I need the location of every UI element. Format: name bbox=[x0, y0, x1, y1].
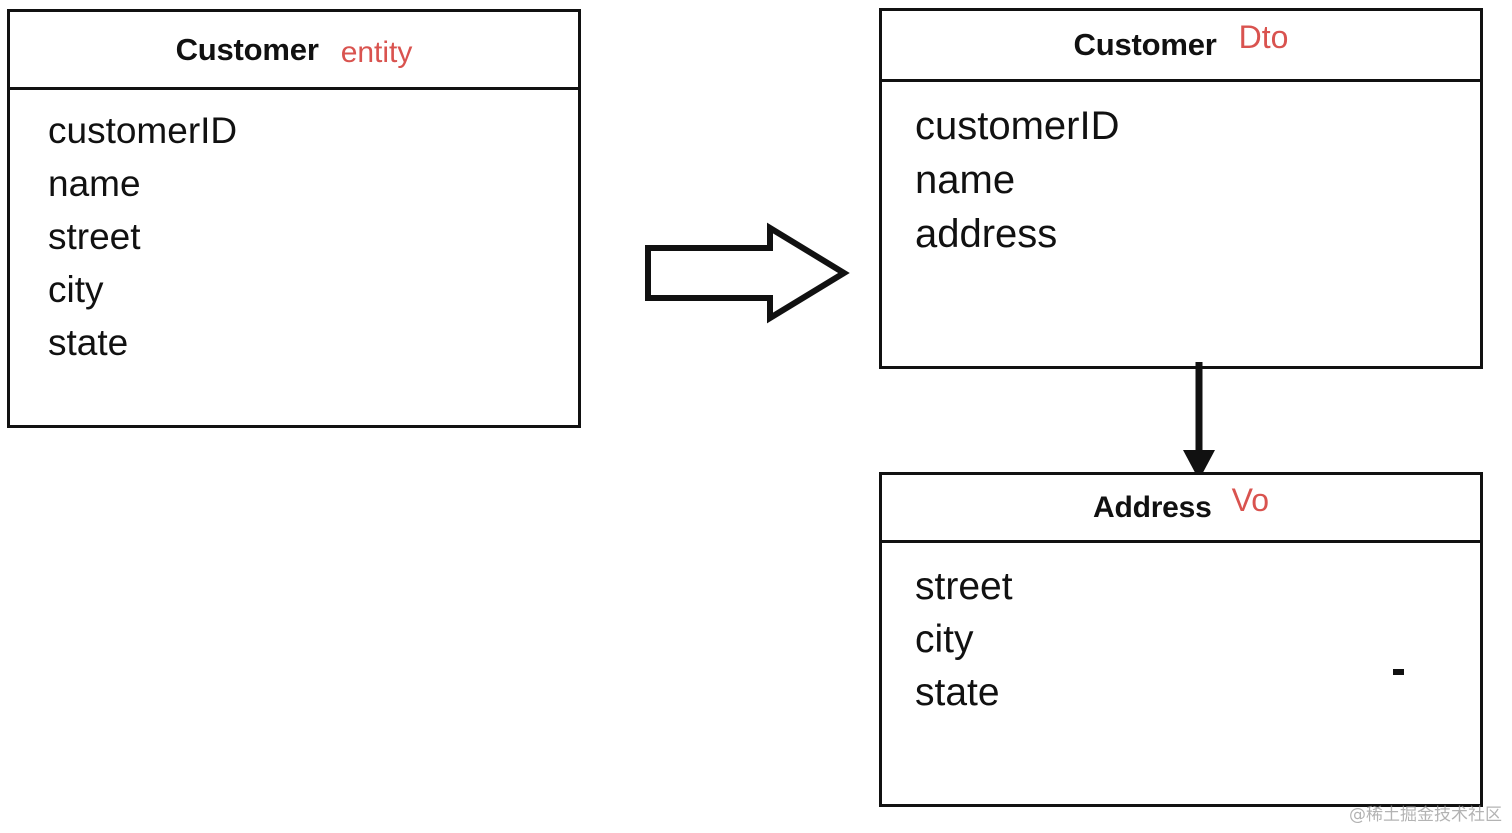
field-row: name bbox=[915, 158, 1016, 202]
field-row: street bbox=[48, 216, 141, 257]
watermark-text: @稀土掘金技术社区 bbox=[1349, 805, 1502, 825]
class-box-customer-dto[interactable]: Customer Dto customerID name address bbox=[879, 8, 1483, 369]
field-row: street bbox=[915, 565, 1013, 608]
class-header-address-vo: Address Vo bbox=[882, 475, 1480, 543]
field-row: name bbox=[48, 163, 141, 204]
composition-arrow-icon bbox=[1183, 362, 1215, 480]
class-title-customer-entity: Customer bbox=[175, 31, 319, 67]
class-title-customer-dto: Customer bbox=[1073, 27, 1217, 62]
class-body-address-vo: street city state bbox=[882, 543, 1480, 712]
class-body-customer-dto: customerID name address bbox=[882, 82, 1480, 254]
field-row: customerID bbox=[915, 104, 1120, 148]
class-stereotype-dto: Dto bbox=[1238, 18, 1289, 55]
field-row: customerID bbox=[48, 110, 238, 151]
field-row: city bbox=[915, 618, 974, 661]
class-box-customer-entity[interactable]: Customer entity customerID name street c… bbox=[7, 9, 581, 428]
class-header-customer-entity: Customer entity bbox=[10, 12, 578, 90]
transform-block-arrow-icon bbox=[645, 222, 850, 324]
class-stereotype-entity: entity bbox=[340, 35, 413, 69]
class-body-customer-entity: customerID name street city state bbox=[10, 90, 578, 361]
class-box-address-vo[interactable]: Address Vo street city state bbox=[879, 472, 1483, 807]
class-title-address-vo: Address bbox=[1092, 490, 1212, 524]
field-row: state bbox=[48, 322, 129, 363]
stray-dash-mark bbox=[1393, 669, 1404, 675]
field-row: state bbox=[915, 671, 1000, 714]
class-stereotype-vo: Vo bbox=[1231, 482, 1270, 518]
field-row: city bbox=[48, 269, 104, 310]
field-row: address bbox=[915, 212, 1058, 256]
class-header-customer-dto: Customer Dto bbox=[882, 11, 1480, 82]
